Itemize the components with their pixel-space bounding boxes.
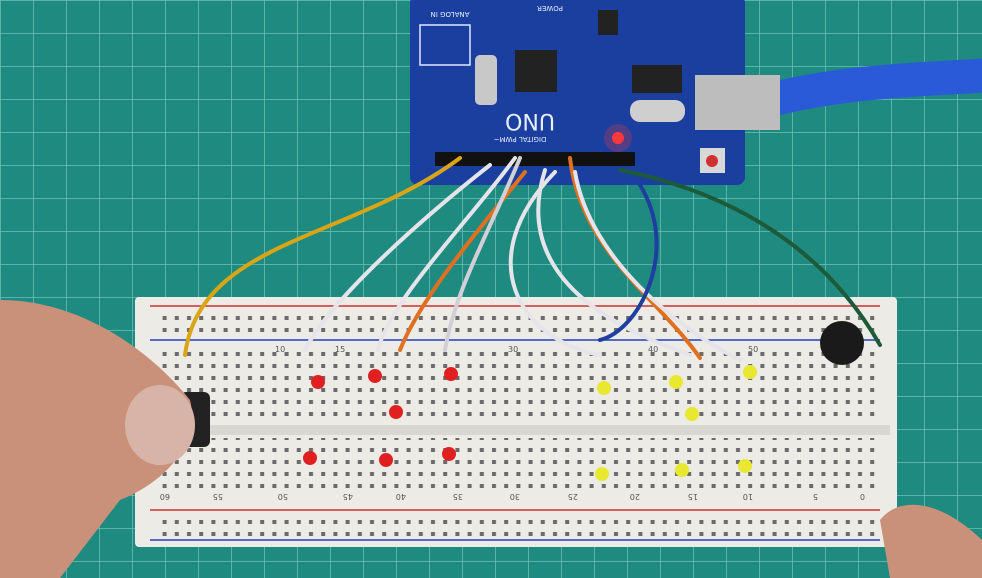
- wire-white: [573, 170, 742, 362]
- column-number: 25: [568, 492, 578, 501]
- column-number: 20: [630, 492, 640, 501]
- wire-blue: [598, 183, 659, 342]
- red-led: [311, 375, 325, 389]
- left-thumbnail: [125, 385, 195, 465]
- left-hand: [0, 300, 192, 578]
- column-number: 10: [275, 345, 285, 354]
- digital-header: [435, 152, 635, 166]
- crystal: [475, 55, 497, 105]
- column-number: 0: [860, 492, 865, 501]
- column-number: 10: [743, 492, 753, 501]
- right-hand: [880, 504, 982, 578]
- wire-green: [618, 168, 882, 347]
- wire-white: [536, 168, 692, 357]
- wire-white: [376, 156, 517, 352]
- yellow-led: [675, 463, 689, 477]
- leds: [303, 365, 757, 481]
- column-number: 35: [453, 492, 463, 501]
- piezo-buzzer: [820, 321, 864, 365]
- column-number: 15: [688, 492, 698, 501]
- red-led: [389, 405, 403, 419]
- yellow-led: [685, 407, 699, 421]
- column-number: 5: [813, 492, 818, 501]
- red-led: [379, 453, 393, 467]
- arduino-uno-board: UNO DIGITAL PWM~ POWER ANALOG IN: [410, 0, 745, 185]
- yellow-led: [738, 459, 752, 473]
- yellow-led: [669, 375, 683, 389]
- usb-chip: [632, 65, 682, 93]
- column-number: 15: [335, 345, 345, 354]
- icsp-header: [419, 24, 471, 66]
- column-number: 55: [213, 492, 223, 501]
- wire-white: [303, 163, 492, 352]
- power-led: [612, 132, 624, 144]
- column-number: 40: [396, 492, 406, 501]
- column-number: 30: [508, 345, 518, 354]
- usb-connector: [695, 75, 780, 130]
- column-number: 40: [648, 345, 658, 354]
- column-number: 50: [748, 345, 758, 354]
- red-led: [303, 451, 317, 465]
- usb-cable: [695, 58, 982, 130]
- red-led: [368, 369, 382, 383]
- wire-yellow: [183, 156, 462, 357]
- yellow-led: [743, 365, 757, 379]
- board-model-label: UNO: [505, 108, 555, 133]
- column-number: 45: [343, 492, 353, 501]
- red-led: [444, 367, 458, 381]
- digital-label: DIGITAL PWM~: [494, 135, 547, 143]
- jumper-wires: [183, 156, 882, 362]
- yellow-led: [595, 467, 609, 481]
- column-number: 60: [160, 492, 170, 501]
- wire-white: [443, 156, 522, 352]
- power-label: POWER: [537, 4, 563, 12]
- column-number: 30: [510, 492, 520, 501]
- microcontroller-chip: [515, 50, 557, 92]
- red-led: [442, 447, 456, 461]
- yellow-led: [597, 381, 611, 395]
- crystal-2: [630, 100, 685, 122]
- column-number: 50: [278, 492, 288, 501]
- analog-label: ANALOG IN: [431, 10, 470, 18]
- wire-white: [508, 170, 602, 357]
